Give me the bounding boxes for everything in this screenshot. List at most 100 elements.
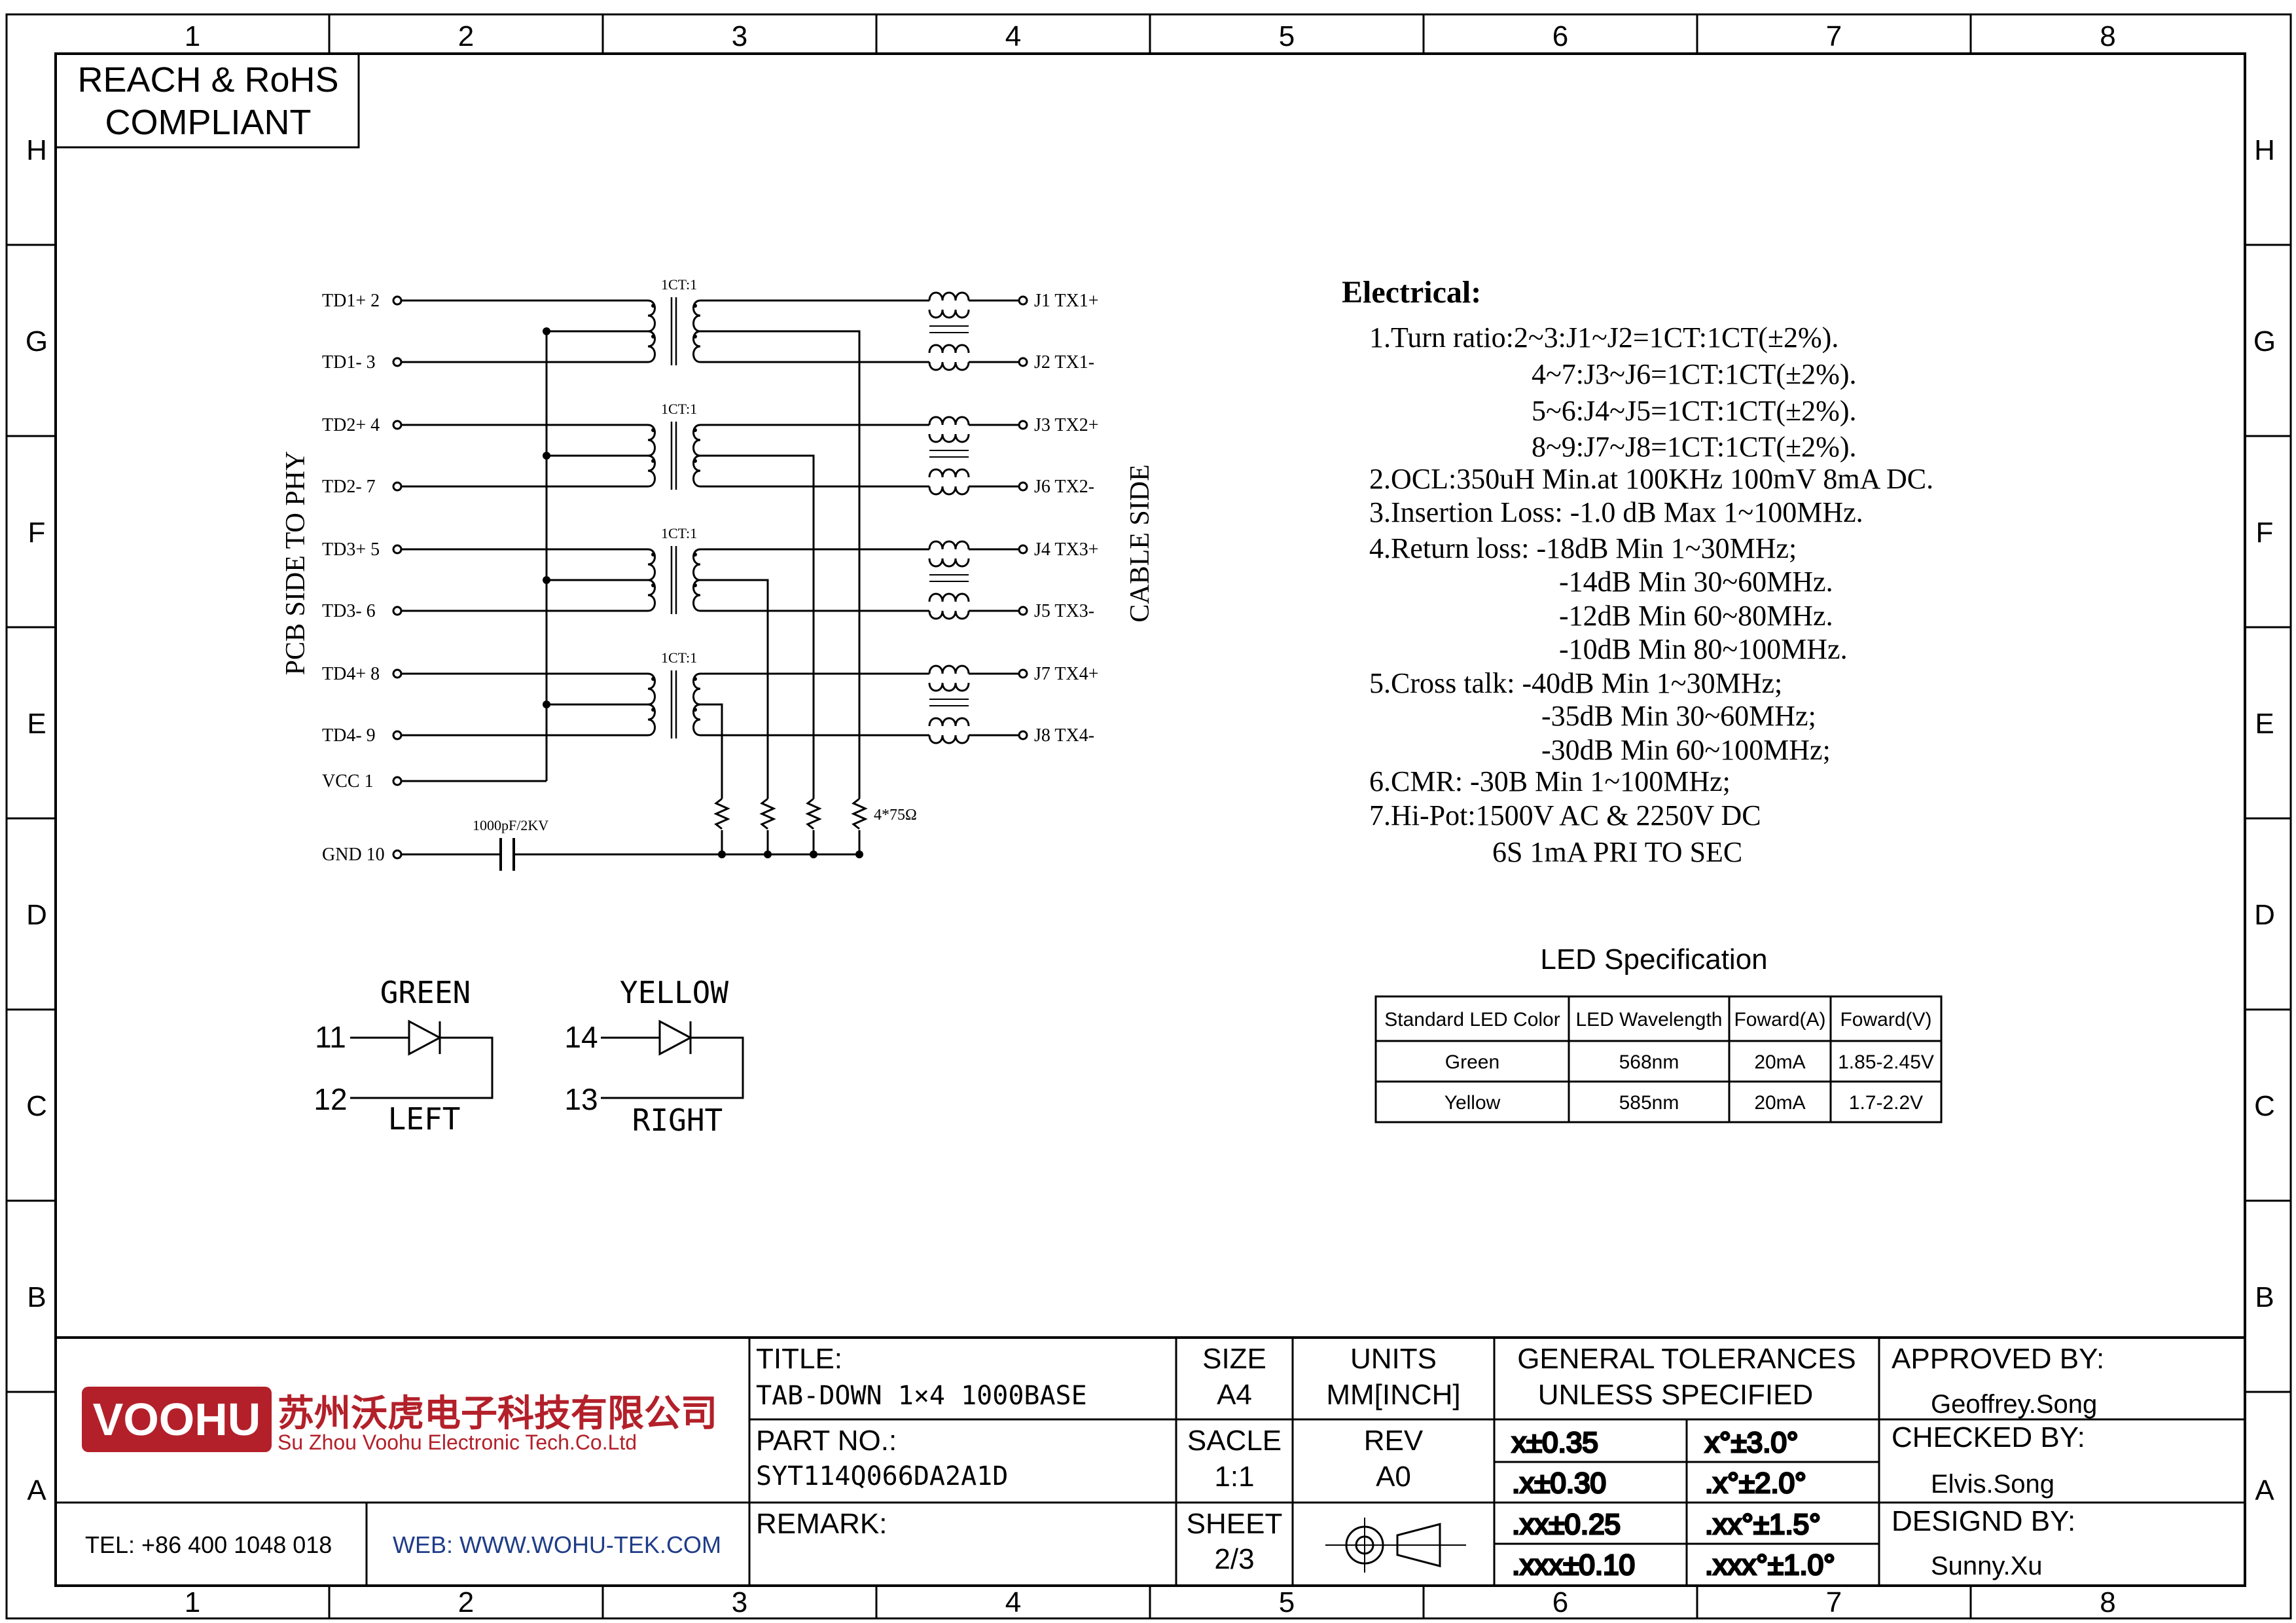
column-label-bottom: 1	[185, 1586, 200, 1618]
column-label-top: 5	[1279, 20, 1295, 52]
checked-value: Elvis.Song	[1931, 1470, 2054, 1499]
left-pin-label: TD2- 7	[322, 477, 376, 497]
title-block: VOOHU 苏州沃虎电子科技有限公司 Su Zhou Voohu Electro…	[56, 1336, 2245, 1586]
tolerance-linear: x±0.35	[1512, 1427, 1598, 1459]
electrical-line: -14dB Min 30~60MHz.	[1559, 566, 1833, 598]
column-label-bottom: 3	[732, 1586, 747, 1618]
row-label-left: D	[26, 899, 47, 931]
left-pin-label: TD3- 6	[322, 601, 376, 621]
left-pin-label: TD3+ 5	[322, 539, 380, 560]
tolerance-linear: .x±0.30	[1512, 1467, 1606, 1499]
tolerance-angular: .xxx°±1.0°	[1705, 1549, 1835, 1581]
transformer-unit: 1CT:1	[402, 649, 1018, 854]
tolerance-linear: .xx±0.25	[1512, 1508, 1621, 1541]
electrical-line: 6.CMR: -30B Min 1~100MHz;	[1369, 765, 1731, 797]
electrical-line: -35dB Min 30~60MHz;	[1541, 700, 1816, 732]
termination-resistor	[713, 797, 730, 830]
yellow-pin-13: 13	[564, 1082, 598, 1116]
compliance-box: REACH & RoHS COMPLIANT	[54, 52, 360, 149]
electrical-line: 4.Return loss: -18dB Min 1~30MHz;	[1369, 532, 1797, 564]
electrical-line: 3.Insertion Loss: -1.0 dB Max 1~100MHz.	[1369, 496, 1863, 528]
led-table-cell: Green	[1445, 1051, 1499, 1073]
column-label-top: 3	[732, 20, 747, 52]
outer-frame	[5, 13, 2292, 1620]
pcb-side-label: PCB SIDE TO PHY	[281, 451, 311, 676]
electrical-spec: Electrical: 1.Turn ratio:2~3:J1~J2=1CT:1…	[1342, 275, 1933, 868]
approved-label: APPROVED BY:	[1892, 1343, 2104, 1375]
led-table-cell: Standard LED Color	[1384, 1009, 1560, 1030]
led-spec-title: LED Specification	[1540, 943, 1767, 976]
led-yellow: YELLOW 14 13 RIGHT	[564, 975, 744, 1138]
right-pin-label: J8 TX4-	[1034, 725, 1094, 746]
compliance-line-2: COMPLIANT	[105, 103, 311, 142]
left-pin-label: TD4- 9	[322, 725, 376, 746]
termination-resistor	[851, 797, 868, 830]
led-table-cell: LED Wavelength	[1575, 1009, 1722, 1030]
tol-title-2: UNLESS SPECIFIED	[1538, 1379, 1814, 1411]
led-table-cell: 20mA	[1754, 1051, 1805, 1073]
led-table-cell: 585nm	[1619, 1092, 1679, 1114]
right-label: RIGHT	[632, 1103, 723, 1138]
right-pin-label: J1 TX1+	[1034, 291, 1099, 311]
electrical-line: 1.Turn ratio:2~3:J1~J2=1CT:1CT(±2%).	[1369, 321, 1839, 354]
capacitor-label: 1000pF/2KV	[473, 817, 548, 833]
electrical-line: 2.OCL:350uH Min.at 100KHz 100mV 8mA DC.	[1369, 463, 1933, 495]
part-label: PART NO.:	[756, 1425, 897, 1457]
tel-text: TEL: +86 400 1048 018	[85, 1531, 332, 1558]
tolerance-angular: .xx°±1.5°	[1705, 1508, 1821, 1541]
led-table-cell: 568nm	[1619, 1051, 1679, 1073]
web-text: WEB: WWW.WOHU-TEK.COM	[393, 1531, 721, 1558]
right-pin-label: J7 TX4+	[1034, 664, 1099, 684]
row-label-right: A	[2255, 1474, 2274, 1506]
led-green: GREEN 11 12 LEFT	[314, 975, 493, 1137]
led-table-cell: Foward(V)	[1840, 1009, 1931, 1030]
row-label-right: C	[2254, 1090, 2275, 1122]
electrical-line: 6S 1mA PRI TO SEC	[1492, 836, 1742, 868]
designed-label: DESIGND BY:	[1892, 1505, 2075, 1537]
tol-title-1: GENERAL TOLERANCES	[1517, 1343, 1856, 1375]
resistor-label: 4*75Ω	[874, 807, 917, 824]
ratio-label: 1CT:1	[661, 401, 697, 417]
row-label-left: G	[26, 325, 48, 357]
termination-resistor	[759, 797, 776, 830]
approved-value: Geoffrey.Song	[1931, 1390, 2097, 1419]
electrical-line: 7.Hi-Pot:1500V AC & 2250V DC	[1369, 799, 1761, 831]
column-label-top: 2	[458, 20, 474, 52]
voohu-logo-mark	[82, 1387, 272, 1452]
left-pin-label: VCC 1	[322, 771, 374, 792]
row-label-left: A	[27, 1474, 46, 1506]
right-pin-label: J4 TX3+	[1034, 539, 1099, 560]
ratio-label: 1CT:1	[661, 525, 697, 541]
led-table-cell: 20mA	[1754, 1092, 1805, 1114]
tolerance-angular: .x°±2.0°	[1705, 1467, 1806, 1499]
rev-label: REV	[1364, 1425, 1424, 1457]
right-pin-label: J5 TX3-	[1034, 601, 1094, 621]
green-label: GREEN	[380, 975, 471, 1010]
column-label-bottom: 6	[1552, 1586, 1568, 1618]
compliance-line-1: REACH & RoHS	[77, 60, 338, 100]
transformer-unit: 1CT:1	[402, 276, 1018, 854]
led-spec-table: LED Specification Standard LED Color LED …	[1374, 943, 1943, 1123]
left-label: LEFT	[388, 1101, 461, 1137]
row-label-left: E	[27, 708, 46, 740]
designed-value: Sunny.Xu	[1931, 1552, 2043, 1580]
company-name-en: Su Zhou Voohu Electronic Tech.Co.Ltd	[278, 1431, 637, 1454]
scale-value: 1:1	[1214, 1461, 1254, 1493]
led-table-cell: 1.7-2.2V	[1849, 1092, 1923, 1114]
row-label-right: F	[2256, 517, 2274, 549]
ratio-label: 1CT:1	[661, 276, 697, 293]
company-name-cn: 苏州沃虎电子科技有限公司	[278, 1393, 717, 1434]
column-label-top: 7	[1826, 20, 1842, 52]
row-label-right: D	[2254, 899, 2275, 931]
title-label: TITLE:	[756, 1343, 842, 1375]
row-label-left: H	[26, 134, 47, 166]
column-label-top: 8	[2100, 20, 2115, 52]
electrical-line: 4~7:J3~J6=1CT:1CT(±2%).	[1532, 358, 1856, 390]
tolerance-angular: x°±3.0°	[1705, 1427, 1799, 1459]
projection-symbol	[1325, 1518, 1466, 1573]
left-pin-label: GND 10	[322, 845, 385, 865]
row-label-right: B	[2255, 1281, 2274, 1313]
row-label-right: E	[2255, 708, 2274, 740]
row-label-left: B	[27, 1281, 46, 1313]
sheet-label: SHEET	[1187, 1508, 1283, 1540]
